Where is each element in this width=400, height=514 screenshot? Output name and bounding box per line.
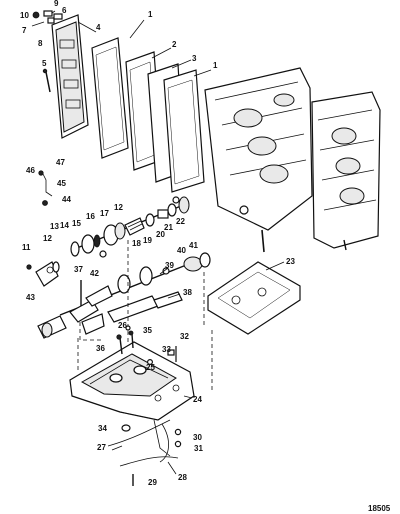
- callout-43: 43: [26, 293, 35, 302]
- fasteners-center: [116, 325, 177, 366]
- callout-9: 9: [54, 0, 59, 8]
- callout-45: 45: [57, 179, 66, 188]
- gasket-23: [207, 261, 301, 335]
- callout-24: 24: [193, 395, 202, 404]
- callout-10: 10: [20, 11, 29, 20]
- callout-32: 32: [180, 332, 189, 341]
- callout-29: 29: [148, 478, 157, 487]
- callout-23: 23: [286, 257, 295, 266]
- callout-42: 42: [90, 269, 99, 278]
- bolt-5: [42, 68, 51, 93]
- callout-20: 20: [156, 230, 165, 239]
- throttle-lever-assembly: [37, 252, 211, 339]
- linkage-left: [26, 261, 60, 287]
- callout-38: 38: [183, 288, 192, 297]
- callout-37: 37: [74, 265, 83, 274]
- lower-hardware: [107, 419, 182, 486]
- adaptor-plate: [69, 341, 195, 421]
- gasket-1-right: [163, 69, 205, 193]
- callout-44: 44: [62, 195, 71, 204]
- callout-18: 18: [132, 239, 141, 248]
- callout-14: 14: [60, 221, 69, 230]
- assembly-guide-lines: [77, 240, 213, 390]
- callout-31: 31: [194, 444, 203, 453]
- drawing-code: 18505: [368, 504, 391, 513]
- callout-39: 39: [165, 261, 174, 270]
- callout-8: 8: [38, 39, 43, 48]
- gasket-1-left: [91, 37, 129, 159]
- callout-40: 40: [177, 246, 186, 255]
- callout-46: 46: [26, 166, 35, 175]
- callout-47: 47: [56, 158, 65, 167]
- callout-17: 17: [100, 209, 109, 218]
- callout-28: 28: [178, 473, 187, 482]
- callout-2: 2: [172, 40, 177, 49]
- callout-11: 11: [22, 243, 31, 252]
- callout-1-left: 1: [148, 10, 153, 19]
- callout-3: 3: [192, 54, 197, 63]
- callout-22: 22: [176, 217, 185, 226]
- callout-6: 6: [62, 6, 67, 15]
- callout-36: 36: [96, 344, 105, 353]
- cylinder-block: [204, 67, 313, 253]
- callout-13: 13: [50, 222, 59, 231]
- callout-12-left: 12: [43, 234, 52, 243]
- callout-19: 19: [143, 236, 152, 245]
- cover-fasteners: [31, 10, 63, 27]
- callout-16: 16: [86, 212, 95, 221]
- callout-30: 30: [193, 433, 202, 442]
- callout-35: 35: [143, 326, 152, 335]
- callout-5: 5: [42, 59, 47, 68]
- linkage-small: [38, 170, 53, 206]
- callout-41: 41: [189, 241, 198, 250]
- callout-33: 33: [162, 345, 171, 354]
- callout-21: 21: [164, 223, 173, 232]
- callout-12-right: 12: [114, 203, 123, 212]
- callout-25: 25: [146, 363, 155, 372]
- callout-26: 26: [118, 321, 127, 330]
- callout-15: 15: [72, 219, 81, 228]
- callout-27: 27: [97, 443, 106, 452]
- throttle-shaft-assembly: [70, 196, 190, 258]
- cover-plate: [51, 14, 89, 139]
- callout-labels: 1 2 3 1 4 5 6 7 8 9 10 11 12 13 14 15 16…: [20, 0, 295, 487]
- callout-34: 34: [98, 424, 107, 433]
- callout-4: 4: [96, 23, 101, 32]
- callout-7: 7: [22, 26, 27, 35]
- leader-lines: [51, 10, 285, 475]
- callout-1-right: 1: [213, 61, 218, 70]
- crankcase: [311, 91, 381, 251]
